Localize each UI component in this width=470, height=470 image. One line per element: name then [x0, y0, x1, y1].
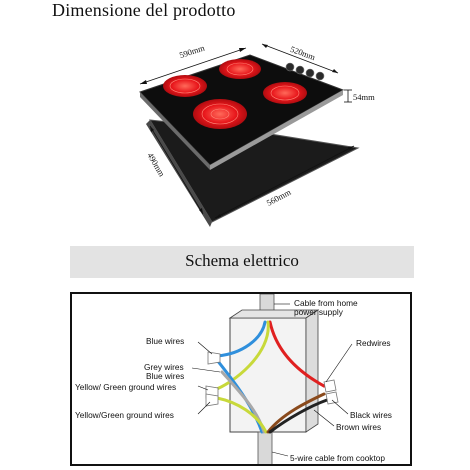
wire-nut-red — [323, 379, 337, 393]
wire-yellow-green-supply — [212, 320, 270, 392]
label-yellow-green-ground-1: Yellow/ Green ground wires — [75, 382, 176, 392]
wire-red — [268, 320, 326, 388]
wire-yellow-green-cooktop — [215, 396, 268, 434]
wire-nut-blue — [207, 351, 221, 365]
label-grey-wires: Grey wires — [144, 362, 184, 372]
wire-nut-black — [325, 391, 339, 405]
wire-black — [268, 398, 329, 434]
dim-height: 54mm — [353, 92, 375, 102]
label-black-wires: Black wires — [350, 410, 392, 420]
label-yellow-green-ground-2: Yellow/Green ground wires — [75, 410, 174, 420]
wire-brown — [266, 392, 326, 434]
label-cooktop-cable: 5-wire cable from cooktop — [290, 453, 385, 463]
label-brown-wires: Brown wires — [336, 422, 381, 432]
cooktop-cable — [257, 431, 273, 464]
burner-front-large — [193, 99, 247, 129]
control-knobs — [285, 62, 325, 81]
label-red-wires: Redwires — [356, 338, 391, 348]
hob-dimension-drawing: 590mm 520mm 54mm 490mm 560mm — [139, 42, 375, 227]
label-power-supply: power supply — [294, 307, 344, 317]
burner-back-left — [163, 75, 207, 97]
label-cable-from-home: Cable from home — [294, 298, 358, 308]
section-title: Schema elettrico — [185, 251, 299, 270]
wiring-diagram: Cable from home power supply Blue wires … — [70, 292, 412, 466]
page-title: Dimensione del prodotto — [52, 0, 236, 20]
dim-top-width: 590mm — [178, 42, 206, 60]
section-banner: Schema elettrico — [70, 246, 414, 278]
label-blue-wires: Blue wires — [146, 336, 184, 346]
dim-cutout-depth: 490mm — [145, 151, 167, 179]
label-blue: Blue wires — [146, 371, 184, 381]
wire-blue-supply — [215, 320, 267, 358]
burner-front-right — [263, 82, 307, 104]
burner-back-right — [219, 59, 261, 79]
